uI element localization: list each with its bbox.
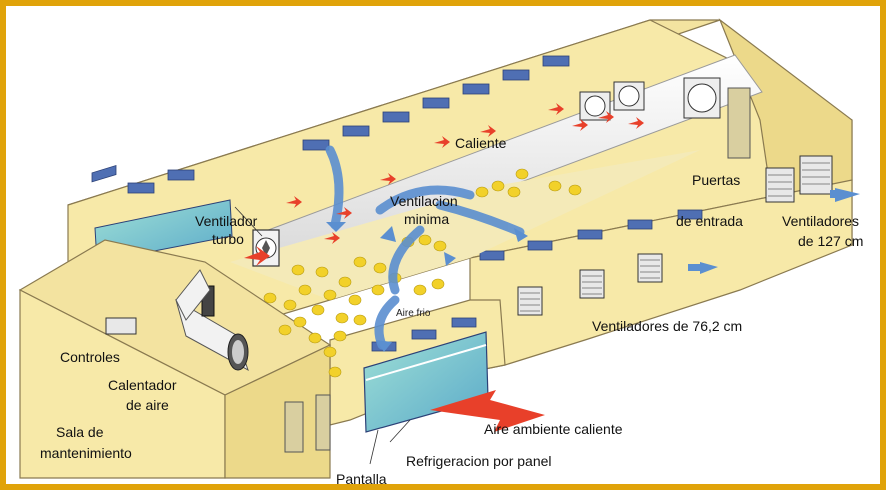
label-ventilacion-1: Ventilacion (390, 193, 458, 209)
label-vent127-1: Ventiladores (782, 213, 859, 229)
label-aire-ambiente: Aire ambiente caliente (484, 421, 623, 437)
label-caliente: Caliente (455, 135, 507, 151)
window (302, 139, 330, 151)
window (342, 125, 370, 137)
label-calentador-1: Calentador (108, 377, 177, 393)
label-puertas-1: Puertas (692, 172, 740, 188)
controls-box (105, 317, 137, 335)
maintenance-door-2 (315, 394, 331, 451)
cooling-panel-line (365, 344, 487, 381)
air-heater (175, 269, 249, 372)
label-aire-frio: Aire frio (396, 308, 431, 319)
chicks (263, 168, 582, 378)
air-flow-blue-heads (326, 222, 528, 352)
house-floor (230, 150, 700, 300)
back-wall-windows (91, 55, 570, 194)
window (167, 169, 195, 181)
heat-arrows (244, 103, 644, 266)
ambient-air-arrow (430, 390, 545, 432)
label-vent76: Ventiladores de 76,2 cm (592, 318, 742, 334)
front-wall-windows (479, 209, 703, 261)
back-door (727, 87, 751, 159)
label-ventilador-turbo-2: turbo (212, 231, 244, 247)
window (462, 83, 490, 95)
maintenance-front-wall (224, 344, 331, 479)
label-sala-1: Sala de (56, 424, 104, 440)
label-pantalla: Pantalla (336, 471, 387, 487)
window (382, 111, 410, 123)
window (542, 55, 570, 67)
fans-76cm-louvers (520, 259, 660, 312)
back-fans (579, 77, 721, 121)
label-calentador-2: de aire (126, 397, 169, 413)
fans-127cm-louvers (768, 162, 830, 197)
fans-76cm (517, 253, 663, 316)
window (127, 182, 155, 194)
label-controles: Controles (60, 349, 120, 365)
maintenance-door-1 (284, 401, 304, 453)
label-refrigeracion: Refrigeracion por panel (406, 453, 552, 469)
label-sala-2: mantenimiento (40, 445, 132, 461)
label-puertas-2: de entrada (676, 213, 743, 229)
label-ventilacion-2: minima (404, 211, 449, 227)
label-ventilador-turbo-1: Ventilador (195, 213, 258, 229)
label-vent127-2: de 127 cm (798, 233, 863, 249)
window (422, 97, 450, 109)
leader-lines (234, 206, 411, 465)
exhaust-arrows (688, 188, 860, 274)
window (502, 69, 530, 81)
turbo-fan (252, 229, 280, 267)
